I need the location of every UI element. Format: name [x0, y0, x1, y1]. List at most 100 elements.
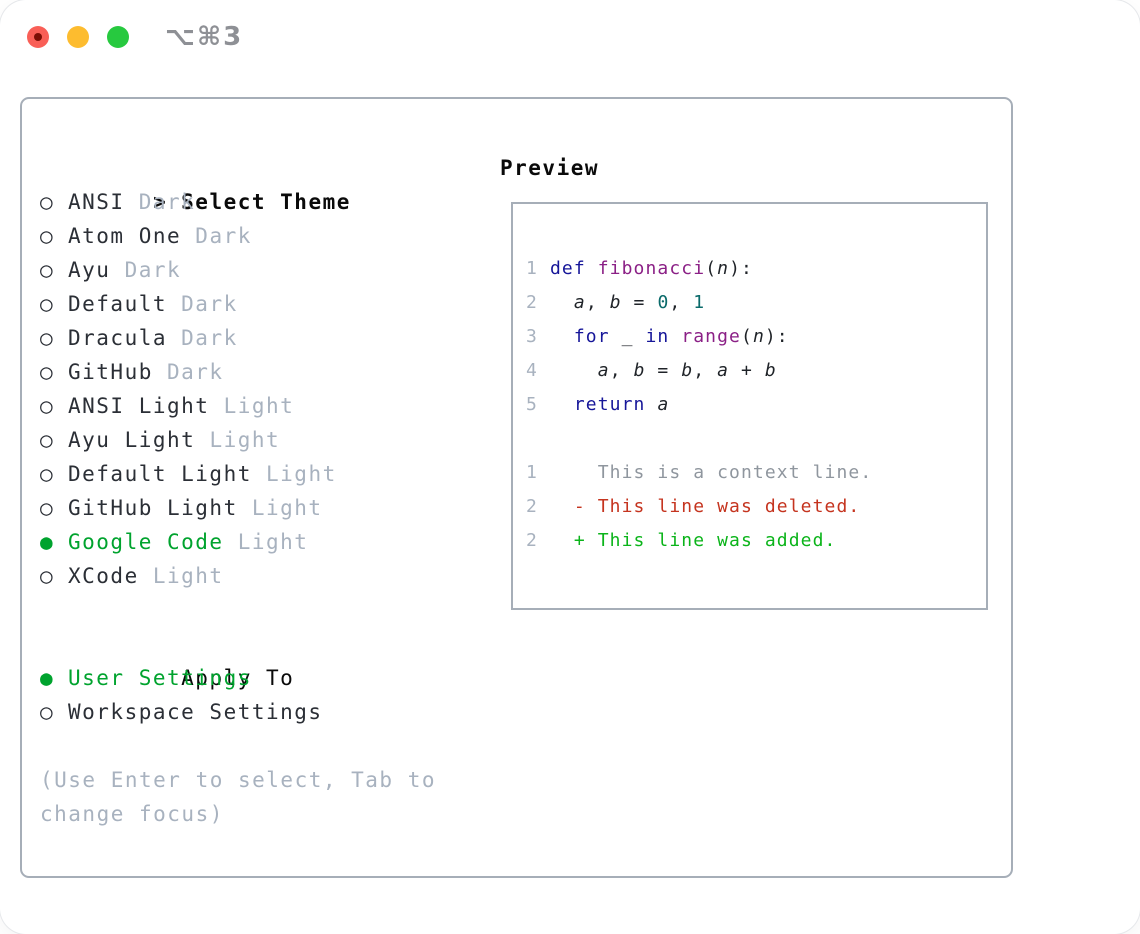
apply-to-list: ● User Settings ○Workspace Settings — [40, 661, 510, 729]
close-button[interactable] — [27, 26, 49, 48]
code-token: a — [573, 292, 586, 313]
code-token: def — [550, 258, 598, 279]
theme-variant: Dark — [181, 224, 252, 248]
theme-variant: Light — [138, 564, 224, 588]
diff-text: This is a context line. — [550, 462, 873, 483]
theme-variant: Dark — [167, 326, 238, 350]
theme-variant: Light — [195, 428, 281, 452]
code-token: a — [717, 360, 730, 381]
radio-icon: ○ — [40, 326, 55, 350]
theme-name: GitHub — [68, 360, 153, 384]
titlebar — [27, 26, 129, 48]
theme-option[interactable]: ○Dracula Dark — [40, 321, 510, 355]
theme-name: ANSI — [68, 190, 125, 214]
theme-option[interactable]: ○Ayu Dark — [40, 253, 510, 287]
maximize-button[interactable] — [107, 26, 129, 48]
code-line: 1 def fibonacci(n): — [526, 252, 986, 286]
code-token: ( — [705, 258, 718, 279]
select-theme-header: >Select Theme — [40, 151, 510, 214]
code-token — [634, 326, 646, 347]
theme-picker-panel: >Select Theme ○ANSI Dark○Atom One Dark○A… — [20, 97, 1013, 878]
line-number: 2 — [526, 530, 538, 551]
theme-variant: Light — [223, 530, 309, 554]
code-token — [550, 360, 598, 381]
code-token: ): — [729, 258, 753, 279]
radio-icon: ○ — [40, 496, 55, 520]
apply-to-option[interactable]: ○Workspace Settings — [40, 695, 510, 729]
theme-name: Google Code — [68, 530, 224, 554]
radio-icon: ○ — [40, 360, 55, 384]
apply-to-option[interactable]: ● User Settings — [40, 661, 510, 695]
theme-option[interactable]: ●Google Code Light — [40, 525, 510, 559]
window-shortcut-title: ⌥⌘3 — [165, 22, 244, 52]
radio-icon: ○ — [40, 564, 55, 588]
code-token: b — [681, 360, 694, 381]
code-token — [646, 394, 658, 415]
theme-option[interactable]: ○GitHub Dark — [40, 355, 510, 389]
code-token: in — [645, 326, 670, 347]
theme-select-pane: >Select Theme ○ANSI Dark○Atom One Dark○A… — [40, 151, 510, 831]
theme-name: GitHub Light — [68, 496, 238, 520]
code-token: + — [729, 360, 765, 381]
unsaved-dot-icon — [34, 33, 42, 41]
theme-list: ○ANSI Dark○Atom One Dark○Ayu Dark○Defaul… — [40, 185, 510, 593]
diff-preview: 1 This is a context line.2 - This line w… — [526, 456, 986, 558]
code-token: range — [681, 326, 741, 347]
theme-option[interactable]: ○ GitHub Light Light — [40, 491, 510, 525]
code-token: a — [597, 360, 610, 381]
line-number: 1 — [526, 258, 538, 279]
theme-option[interactable]: ○Default Dark — [40, 287, 510, 321]
code-token: ( — [741, 326, 753, 347]
code-token — [550, 292, 574, 313]
minimize-button[interactable] — [67, 26, 89, 48]
apply-to-label: User Settings — [68, 666, 252, 690]
theme-variant: Light — [209, 394, 295, 418]
code-token: 0 — [657, 292, 670, 313]
code-line: 5 return a — [526, 388, 986, 422]
theme-name: Atom One — [68, 224, 182, 248]
apply-to-header: Apply To — [40, 627, 510, 690]
theme-variant: Light — [237, 496, 323, 520]
theme-option[interactable]: ○Default Light Light — [40, 457, 510, 491]
theme-variant: Dark — [110, 258, 182, 282]
radio-icon: ○ — [40, 394, 55, 418]
theme-variant: Dark — [124, 190, 196, 214]
line-number: 3 — [526, 326, 538, 347]
code-token: b — [609, 292, 622, 313]
code-token: b — [633, 360, 646, 381]
theme-option[interactable]: ○Atom One Dark — [40, 219, 510, 253]
theme-name: Ayu — [68, 258, 111, 282]
diff-line-ctx: 1 This is a context line. — [526, 456, 986, 490]
code-token: fibonacci — [597, 258, 706, 279]
blank-line — [526, 422, 986, 456]
hint-line-2: change focus) — [40, 802, 224, 826]
preview-header: Preview — [500, 156, 600, 180]
theme-option[interactable]: ○XCode Light — [40, 559, 510, 593]
diff-line-del: 2 - This line was deleted. — [526, 490, 986, 524]
theme-name: Default — [68, 292, 168, 316]
code-token: 1 — [693, 292, 706, 313]
spacer — [40, 593, 510, 627]
theme-variant: Light — [251, 462, 337, 486]
code-token — [550, 394, 574, 415]
code-line: 4 a, b = b, a + b — [526, 354, 986, 388]
line-number: 1 — [526, 462, 538, 483]
theme-option[interactable]: ○ANSI Light Light — [40, 389, 510, 423]
theme-name: Ayu Light — [68, 428, 196, 452]
code-token: b — [764, 360, 777, 381]
diff-text: + This line was added. — [550, 530, 837, 551]
code-token: n — [717, 258, 730, 279]
theme-option[interactable]: ○Ayu Light Light — [40, 423, 510, 457]
theme-option[interactable]: ○ANSI Dark — [40, 185, 510, 219]
code-token: return — [573, 394, 646, 415]
code-token: _ — [621, 326, 634, 347]
code-token: , — [609, 360, 634, 381]
code-token — [610, 326, 622, 347]
code-token: , — [585, 292, 610, 313]
code-token: , — [693, 360, 718, 381]
radio-selected-icon: ● — [40, 666, 55, 690]
code-token: ): — [764, 326, 789, 347]
line-number: 2 — [526, 292, 538, 313]
